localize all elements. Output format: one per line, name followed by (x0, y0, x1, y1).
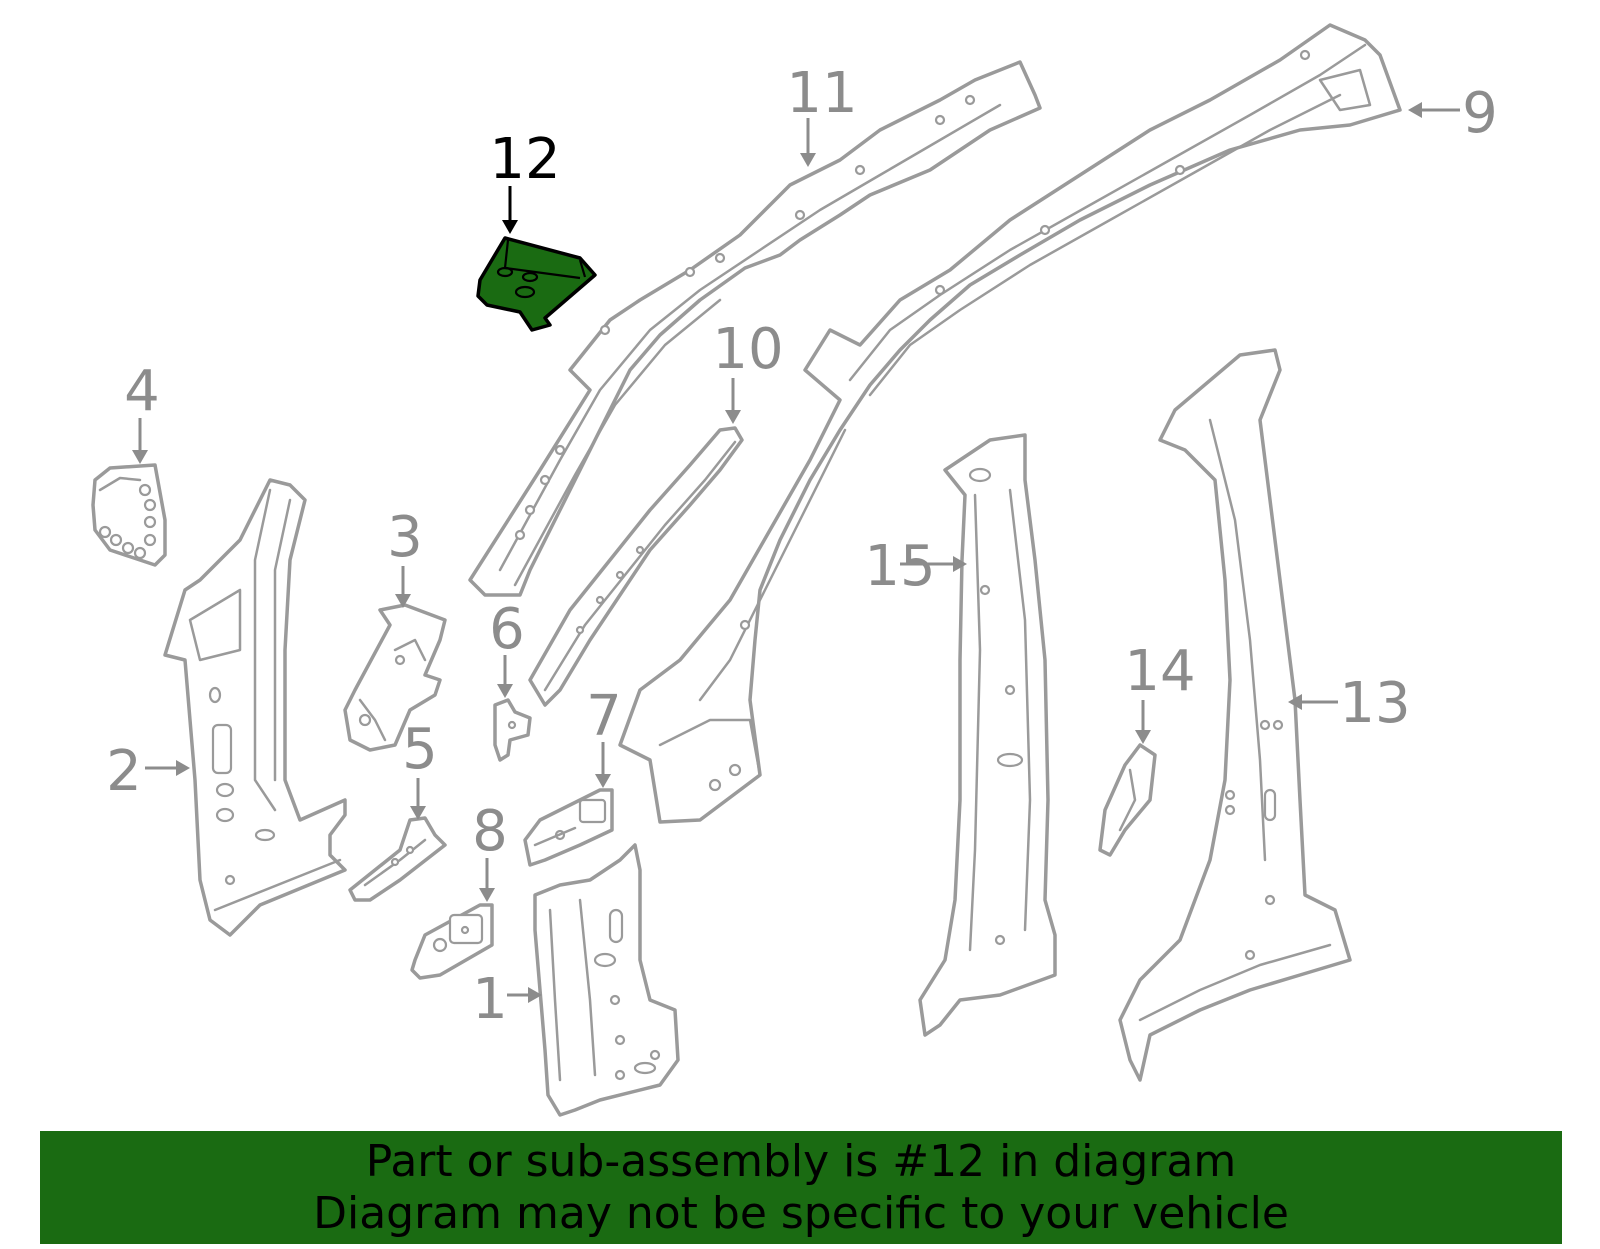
part-11-roof-rail (468, 60, 1042, 597)
part-14-bracket (1098, 743, 1157, 857)
callout-11: 11 (786, 61, 857, 126)
banner-line-part-number: Part or sub-assembly is #12 in diagram (365, 1135, 1237, 1187)
callout-10: 10 (712, 317, 783, 382)
info-banner: Part or sub-assembly is #12 in diagram D… (40, 1131, 1562, 1244)
callout-15: 15 (864, 534, 935, 599)
part-7-bracket (523, 788, 614, 867)
callout-3: 3 (387, 505, 423, 570)
part-5-bracket (348, 816, 447, 902)
part-8-bracket (410, 903, 494, 980)
callout-2: 2 (106, 739, 142, 804)
part-15-center-pillar-inner (918, 433, 1057, 1037)
callout-labels: 12 11 9 10 4 3 6 5 7 8 2 15 13 14 1 (106, 61, 1498, 1032)
callout-8: 8 (472, 799, 508, 864)
part-1-hinge-pillar (533, 843, 680, 1117)
callout-9: 9 (1462, 81, 1498, 146)
callout-14: 14 (1124, 639, 1195, 704)
part-12-highlighted-gusset (476, 236, 597, 332)
part-2-front-pillar (163, 478, 347, 937)
callout-6: 6 (489, 597, 525, 662)
callout-4: 4 (124, 359, 160, 424)
part-10-drip-rail (528, 426, 744, 707)
part-3-bracket (343, 603, 447, 752)
part-6-clip (493, 698, 532, 762)
callout-5: 5 (402, 717, 438, 782)
callout-13: 13 (1339, 671, 1410, 736)
part-4-gusset (91, 463, 167, 567)
callout-arrows (132, 102, 1460, 1003)
callout-7: 7 (586, 684, 622, 749)
callout-12: 12 (489, 127, 560, 192)
part-9-roof-side-rail (618, 23, 1402, 824)
part-13-center-pillar-outer (1118, 348, 1352, 1082)
banner-line-disclaimer: Diagram may not be specific to your vehi… (313, 1187, 1289, 1239)
callout-1: 1 (472, 967, 508, 1032)
parts-diagram: 12 11 9 10 4 3 6 5 7 8 2 15 13 14 1 (91, 23, 1498, 1117)
